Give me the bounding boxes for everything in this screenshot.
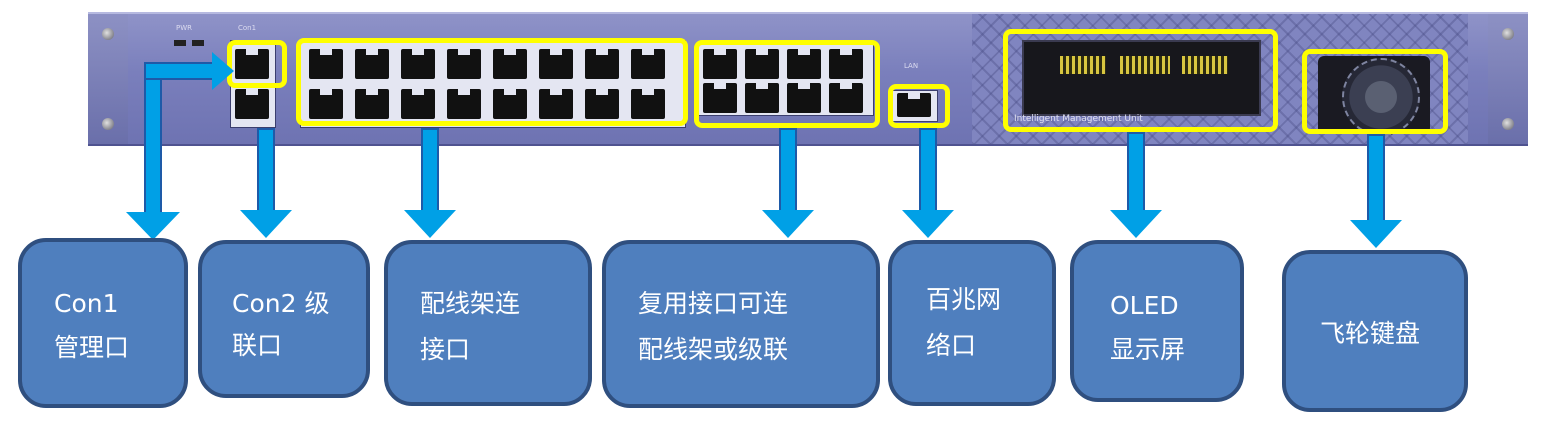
rj45-port-icon	[355, 49, 389, 79]
callout-con1: Con1 管理口	[18, 238, 188, 408]
arrow-multiplex-shaft	[779, 128, 797, 212]
highlight-patch-ports	[296, 38, 688, 126]
rj45-port-icon	[745, 83, 779, 113]
rj45-port-icon	[309, 49, 343, 79]
rj45-port-icon	[309, 89, 343, 119]
rj45-port-icon	[401, 89, 435, 119]
callout-multiplex-ports: 复用接口可连 配线架或级联	[602, 240, 880, 408]
callout-patch-ports: 配线架连 接口	[384, 240, 592, 406]
callout-flywheel-line1: 飞轮键盘	[1320, 319, 1421, 348]
multiplex-port-block	[696, 44, 874, 116]
lan-port-block	[892, 90, 938, 122]
callout-patch-line1: 配线架连	[420, 289, 521, 318]
callout-multiplex-line2: 配线架或级联	[638, 335, 789, 364]
screw-icon	[1502, 28, 1514, 40]
rj45-port-icon	[447, 89, 481, 119]
right-rack-ear	[1488, 14, 1528, 144]
callout-lan-line1: 百兆网	[926, 285, 1002, 314]
rj45-port-icon	[703, 49, 737, 79]
arrow-patch-head-icon	[404, 210, 456, 238]
callout-oled-line2: 显示屏	[1110, 335, 1186, 364]
power-label: PWR	[176, 24, 193, 32]
callout-con1-line1: Con1	[54, 289, 119, 318]
patch-port-block	[300, 40, 686, 128]
arrow-lan-shaft	[919, 128, 937, 212]
rj45-port-icon	[585, 89, 619, 119]
callout-con2-line2: 联口	[232, 331, 283, 360]
arrow-oled-shaft	[1127, 132, 1145, 212]
rj45-port-icon	[493, 89, 527, 119]
rj45-port-icon	[447, 49, 481, 79]
arrow-oled-head-icon	[1110, 210, 1162, 238]
arrow-patch-shaft	[421, 128, 439, 212]
screw-icon	[1502, 118, 1514, 130]
arrow-con1-head-icon	[212, 52, 234, 90]
rj45-port-icon	[631, 49, 665, 79]
oled-caption: Intelligent Management Unit	[1014, 114, 1143, 124]
arrow-con1-horizontal	[144, 62, 214, 80]
oled-segment	[1120, 56, 1170, 74]
rj45-port-icon	[787, 49, 821, 79]
callout-oled: OLED 显示屏	[1070, 240, 1244, 402]
con2-port-icon	[235, 89, 269, 119]
oled-segment	[1182, 56, 1228, 74]
callout-oled-line1: OLED	[1110, 291, 1179, 320]
callout-multiplex-line1: 复用接口可连	[638, 289, 789, 318]
arrow-con2-shaft	[257, 128, 275, 212]
arrow-flywheel-head-icon	[1350, 220, 1402, 248]
rj45-port-icon	[493, 49, 527, 79]
screw-icon	[102, 118, 114, 130]
highlight-oled	[1003, 29, 1278, 132]
rj45-port-icon	[401, 49, 435, 79]
arrow-multiplex-head-icon	[762, 210, 814, 238]
arrow-con1-shaft	[144, 62, 162, 214]
oled-display	[1022, 40, 1261, 116]
oled-segment	[1060, 56, 1106, 74]
left-rack-ear	[88, 14, 128, 144]
highlight-lan-port	[888, 84, 950, 128]
rj45-port-icon	[745, 49, 779, 79]
callout-patch-line2: 接口	[420, 335, 471, 364]
arrow-flywheel-shaft	[1367, 134, 1385, 222]
arrow-con2-head-icon	[240, 210, 292, 238]
callout-con1-line2: 管理口	[54, 333, 130, 362]
con1-port-icon	[235, 49, 269, 79]
rj45-port-icon	[585, 49, 619, 79]
screw-icon	[102, 28, 114, 40]
highlight-multiplex-ports	[694, 40, 880, 128]
highlight-flywheel	[1302, 49, 1448, 134]
callout-lan-line2: 络口	[926, 331, 977, 360]
highlight-con2	[227, 40, 287, 88]
rj45-port-icon	[703, 83, 737, 113]
console-panel-label: Con1	[238, 24, 257, 32]
rj45-port-icon	[539, 49, 573, 79]
callout-con2-line1: Con2 级	[232, 289, 330, 318]
arrow-lan-head-icon	[902, 210, 954, 238]
rj45-port-icon	[787, 83, 821, 113]
power-led-icon	[174, 40, 186, 46]
arrow-con1-tip-icon	[126, 212, 180, 240]
callout-lan-port: 百兆网 络口	[888, 240, 1056, 406]
callout-con2: Con2 级 联口	[198, 240, 370, 398]
lan-port-icon	[897, 93, 931, 117]
callout-flywheel: 飞轮键盘	[1282, 250, 1468, 412]
rj45-port-icon	[631, 89, 665, 119]
rj45-port-icon	[539, 89, 573, 119]
rj45-port-icon	[829, 83, 863, 113]
rj45-port-icon	[355, 89, 389, 119]
status-led-icon	[192, 40, 204, 46]
lan-panel-label: LAN	[904, 62, 919, 70]
rj45-port-icon	[829, 49, 863, 79]
